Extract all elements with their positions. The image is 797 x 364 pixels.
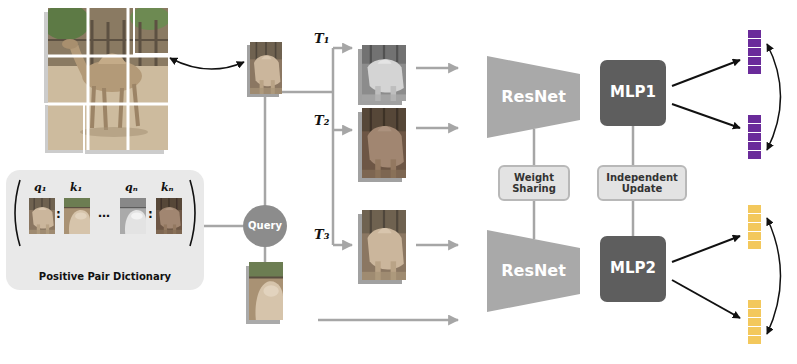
node-text: Query xyxy=(248,220,282,232)
key-symbol: k₁ xyxy=(70,182,82,194)
pair-separator: : xyxy=(148,208,153,221)
transform-label: T₂ xyxy=(314,114,329,128)
query-symbol: q₁ xyxy=(34,182,47,194)
node-text: ResNet xyxy=(501,88,566,106)
transform-label: T₃ xyxy=(314,228,329,242)
node-text: Weight Sharing xyxy=(504,172,564,195)
connector-line xyxy=(632,201,635,236)
connector-line xyxy=(204,225,243,228)
mlp-box: MLP2 xyxy=(600,236,666,302)
node-text: MLP2 xyxy=(610,260,656,277)
node-text: ResNet xyxy=(501,262,566,280)
query-circle: Query xyxy=(243,205,287,247)
connector-line xyxy=(533,201,536,239)
note-box: Weight Sharing xyxy=(498,165,570,201)
note-box: Independent Update xyxy=(597,165,687,201)
node-text: Independent Update xyxy=(603,172,681,195)
encoder-trapezoid: ResNet xyxy=(487,56,580,138)
encoder-trapezoid: ResNet xyxy=(487,230,580,312)
connector-line xyxy=(533,129,536,165)
ellipsis: … xyxy=(98,207,110,220)
node-text: MLP1 xyxy=(610,84,656,101)
pair-separator: : xyxy=(56,208,61,221)
node-text: Positive Pair Dictionary xyxy=(39,271,171,283)
query-symbol: qₙ xyxy=(125,182,138,194)
transform-label: T₁ xyxy=(314,32,329,46)
key-symbol: kₙ xyxy=(161,182,174,194)
mlp-box: MLP1 xyxy=(600,60,666,126)
connector-line xyxy=(632,126,635,165)
